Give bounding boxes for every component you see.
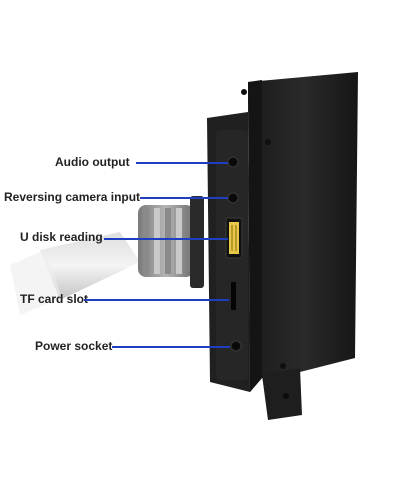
monitor-body [248,72,358,392]
power-socket-port [230,340,242,352]
label-audio-output: Audio output [55,155,130,169]
bottom-tab [262,368,302,420]
label-tf-card-slot: TF card slot [20,292,89,306]
audio-jack-port [227,156,239,168]
leader-power-socket [112,346,230,348]
mount-arm [10,232,140,315]
label-u-disk-reading: U disk reading [20,230,103,244]
label-power-socket: Power socket [35,339,113,353]
label-reversing-camera-input: Reversing camera input [4,190,141,204]
leader-u-disk-reading [104,238,228,240]
screw-icon [280,363,286,369]
leader-reversing-camera-input [140,197,228,199]
mount-knob [138,196,204,288]
camera-jack-port [227,192,239,204]
leader-audio-output [136,162,228,164]
leader-tf-card-slot [84,299,229,301]
screw-icon [241,89,247,95]
screw-icon [265,139,271,145]
tf-card-slot [231,282,236,310]
